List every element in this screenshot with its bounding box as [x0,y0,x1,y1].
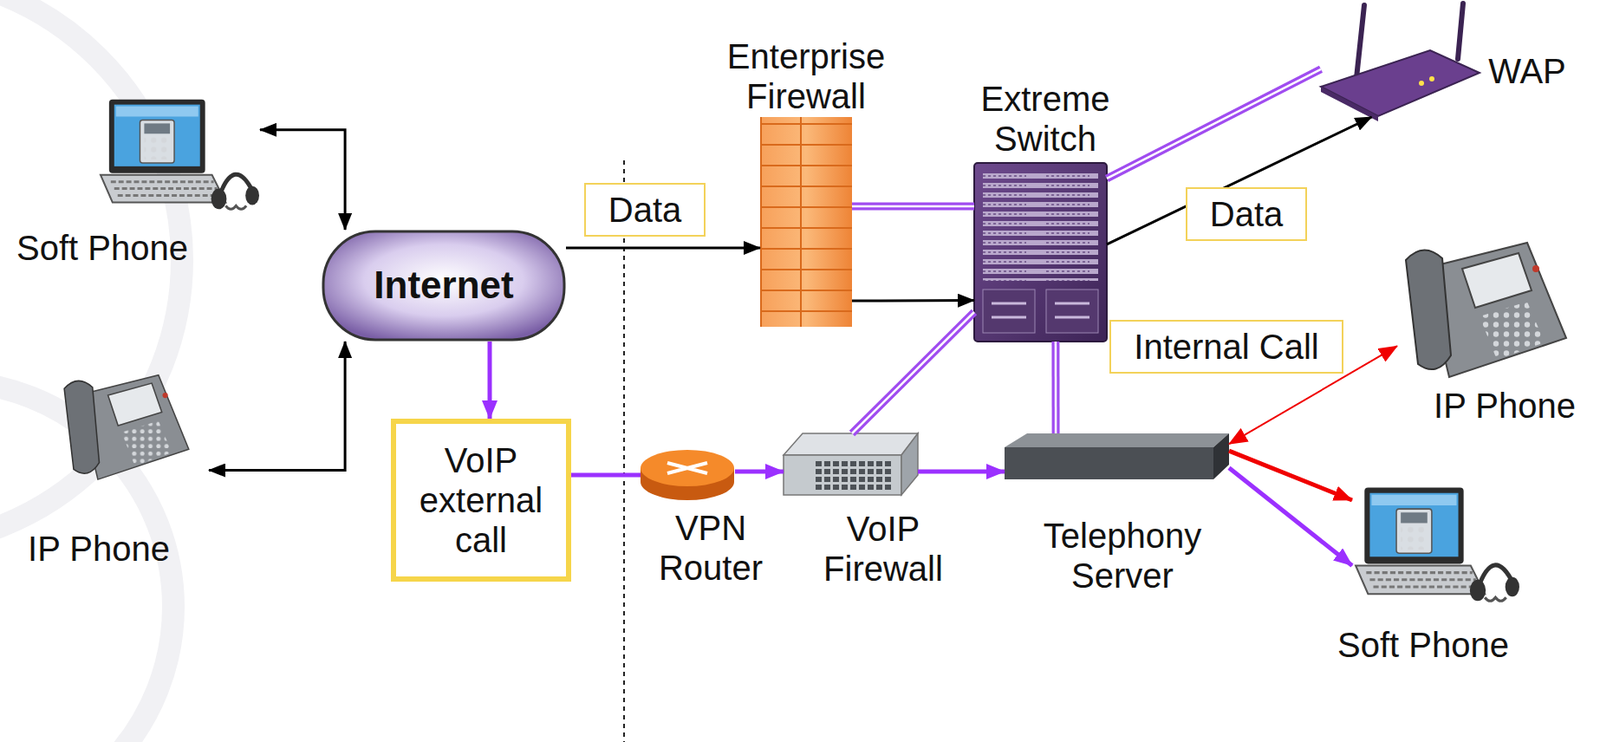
switch-node: Extreme Switch [974,162,1107,342]
connector-line [208,341,345,471]
switch-icon [974,162,1107,342]
voip-firewall-icon-part [901,433,918,495]
ip-phone-icon [64,375,189,480]
connector-line [852,299,975,302]
vpn-router-icon-part [640,449,735,487]
telephony-server-icon-part [1213,433,1230,480]
connector-line [917,469,1005,475]
connector [1054,341,1056,434]
node-label: Telephony Server [1018,515,1227,596]
node-label: VoIP Firewall [796,508,970,589]
connector [260,130,345,230]
connector [489,341,491,419]
connector [208,341,345,471]
ip-phone-icon [1405,242,1567,378]
enterprise-firewall-icon [760,117,853,327]
edge-label: Internal Call [1109,319,1343,374]
softphone-icon [100,99,260,210]
softphone-icon [1355,487,1520,602]
vpn-router-icon [640,449,735,501]
server-node: Telephony Server [1004,433,1230,480]
vpn-router-icon-part [667,462,708,474]
connector-line [487,341,493,419]
connector-line [1054,341,1058,434]
connector [571,474,641,476]
connector [852,206,975,208]
wap-icon-part [1429,76,1435,82]
softphone-node: Soft Phone [97,97,261,215]
node-label: IP Phone [7,528,190,569]
node-label: Extreme Switch [958,78,1132,159]
ip-phone-node: IP Phone [1397,234,1571,382]
node-label: Enterprise Firewall [706,36,906,117]
internet-cloud: Internet [321,229,566,342]
router-node: VPN Router [640,448,735,501]
connector [565,247,761,249]
telephony-server-icon [1004,433,1230,480]
connector-line [1106,117,1373,245]
edge-label: Data [584,182,707,237]
connector-line [571,473,641,478]
enterprise-firewall-icon-part [760,117,853,327]
access-point-node: WAP [1320,17,1480,118]
connector-line [852,202,975,211]
voip-firewall-icon-part [814,459,893,491]
node-label: WAP [1479,51,1575,92]
switch-icon-part [982,171,1099,281]
node-label: VoIP external call [403,440,560,560]
wap-icon-part [1418,80,1425,86]
switch-icon-part [1046,289,1099,333]
node-label: Soft Phone [1319,624,1528,665]
switch-icon-part [974,162,1107,342]
connector-line [852,205,975,209]
connector [1229,468,1353,566]
connector [852,299,975,301]
firewall-node: VoIP Firewall [783,433,918,495]
call-box: VoIP external call [390,418,572,582]
node-label: IP Phone [1417,385,1592,426]
connector-line [1229,468,1353,566]
connector-line [260,130,345,230]
telephony-server-icon-part [1004,447,1214,480]
connector-line [852,312,975,434]
firewall-node: Enterprise Firewall [760,117,853,327]
ip-phone-node: IP Phone [40,368,209,483]
connector [852,312,975,434]
softphone-node: Soft Phone [1352,479,1521,612]
enterprise-firewall-icon-part [760,117,853,327]
connector-line [565,247,761,250]
connector-line [1051,341,1060,434]
connector-line [1106,69,1321,179]
edge-label: Data [1185,187,1308,241]
voip-firewall-icon [783,433,918,495]
wap-icon [1320,3,1480,122]
wap-icon-part [1320,50,1480,117]
voip-firewall-icon-part [783,433,918,456]
voip-firewall-icon-part [783,455,902,495]
connector [1106,69,1321,179]
connector [917,471,1005,473]
connector-line [1106,69,1321,179]
node-label: Internet [373,263,514,308]
connector-line [852,312,975,434]
connector [734,471,784,473]
wap-icon-part [1320,86,1379,122]
switch-icon-part [991,303,1090,318]
node-label: VPN Router [645,507,776,588]
cloud-outline [323,231,565,340]
node-label: Soft Phone [2,227,202,268]
connector [1106,117,1373,245]
connector [1229,450,1353,501]
connector-line [734,469,784,475]
connector-line [1229,450,1353,501]
switch-icon-part [982,289,1035,333]
telephony-server-icon-part [1004,433,1230,448]
